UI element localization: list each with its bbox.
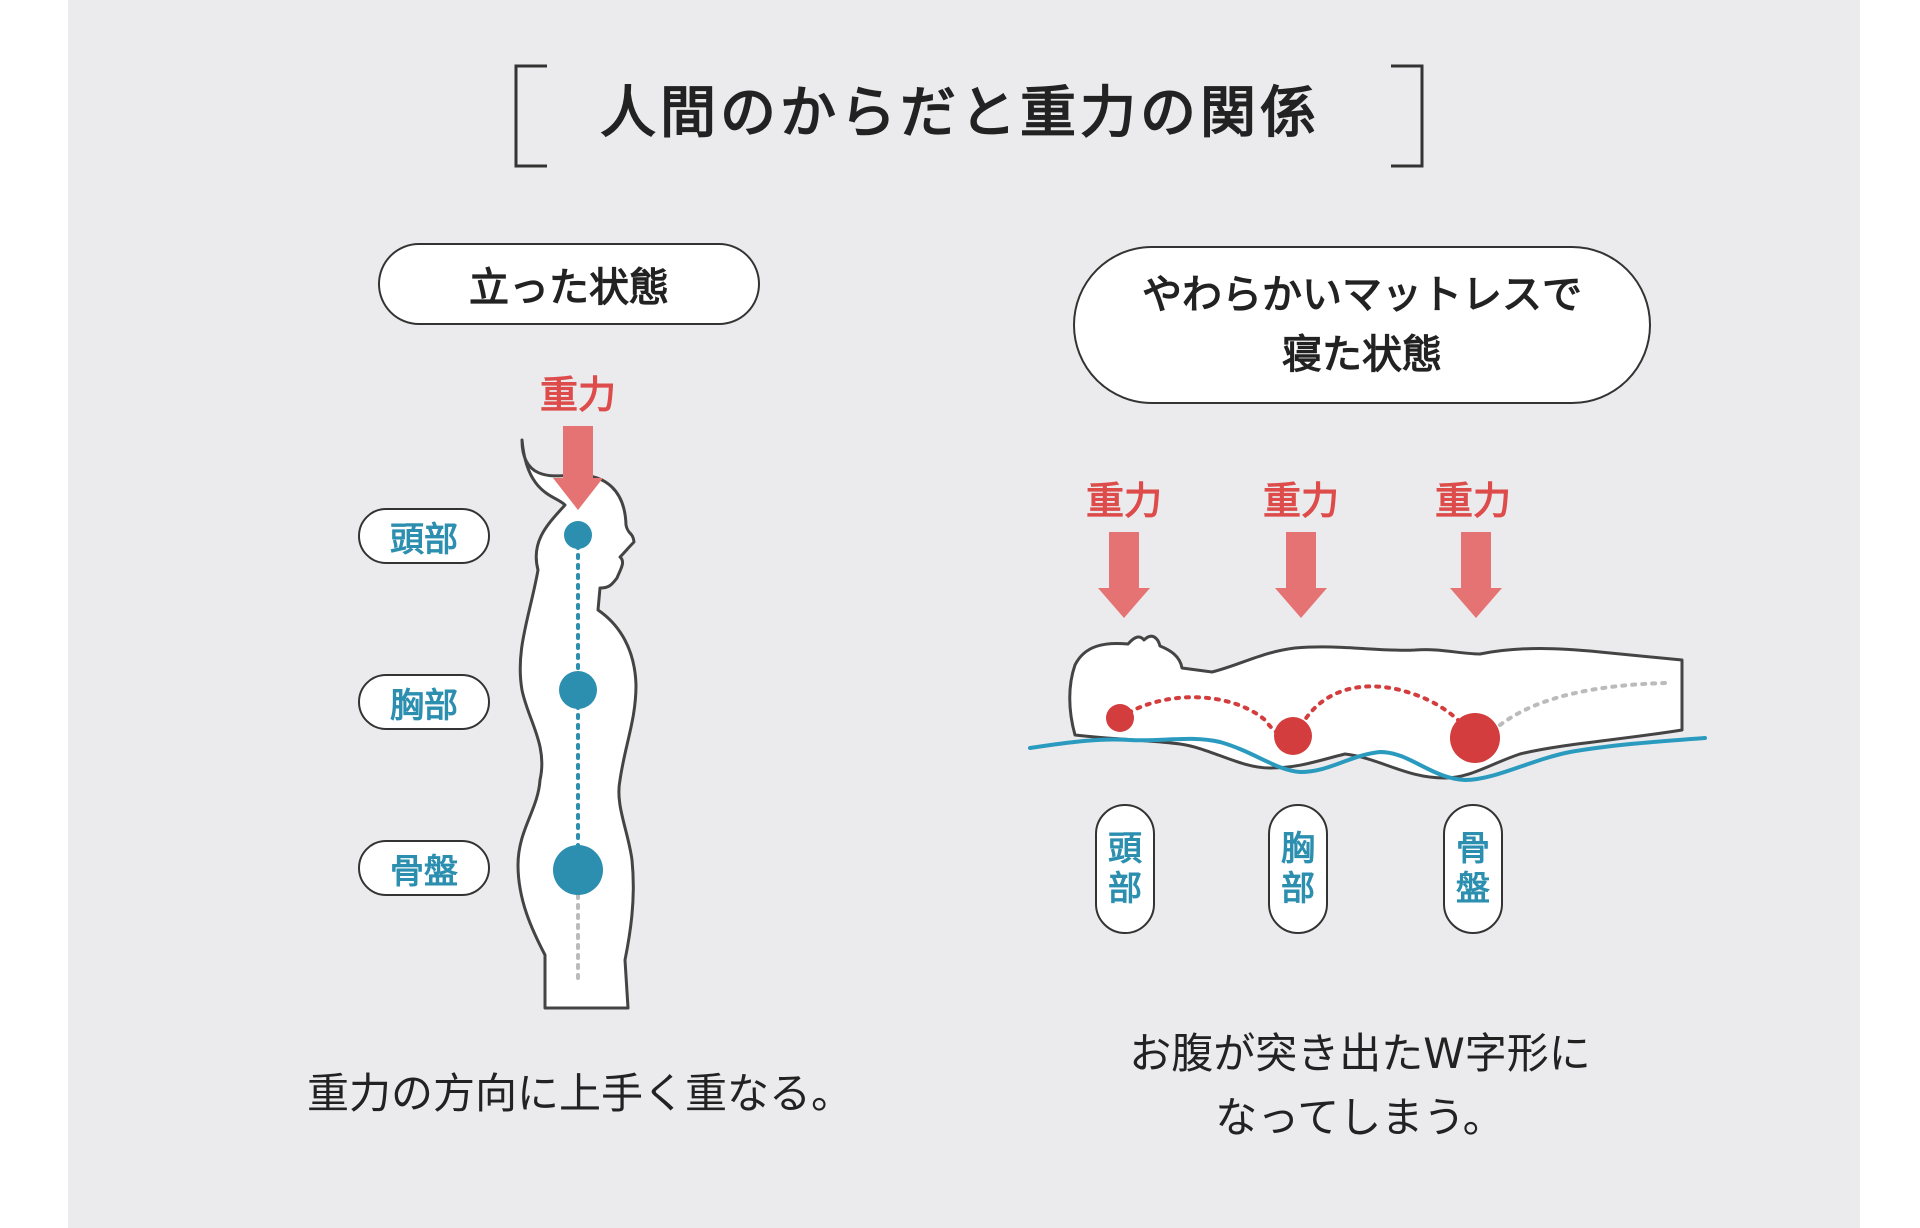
lying-head-point	[1106, 704, 1134, 732]
standing-head-point	[564, 521, 592, 549]
standing-part-head: 頭部	[358, 508, 490, 564]
lying-gravity-label-2: 重力	[1262, 479, 1339, 523]
standing-part-chest-text: 胸部	[390, 685, 458, 726]
lying-state-label-line2: 寝た状態	[1282, 332, 1442, 378]
standing-state-label-text: 立った状態	[469, 265, 669, 311]
standing-chest-point	[559, 671, 597, 709]
lying-caption-line1: お腹が突き出たW字形に	[1129, 1029, 1591, 1078]
lying-part-chest: 胸 部	[1268, 804, 1328, 934]
standing-gravity-label: 重力	[539, 373, 616, 417]
lying-pelvis-point	[1450, 713, 1500, 763]
lying-spine-end-line	[1498, 681, 1667, 727]
lying-part-head: 頭 部	[1095, 804, 1155, 934]
lying-caption-line2: なってしまう。	[1215, 1093, 1505, 1142]
lying-gravity-arrow-3	[1450, 532, 1502, 618]
standing-caption: 重力の方向に上手く重なる。	[306, 1069, 853, 1118]
lying-part-head-char2: 部	[1108, 869, 1142, 909]
lying-state-label-line1: やわらかいマットレスで	[1142, 272, 1582, 318]
lying-part-chest-char2: 部	[1281, 869, 1315, 909]
background-panel	[68, 0, 1860, 1228]
lying-gravity-arrow-1	[1098, 532, 1150, 618]
lying-part-pelvis-char2: 盤	[1456, 869, 1490, 909]
standing-part-pelvis: 骨盤	[358, 840, 490, 896]
title-bracket-left	[514, 64, 547, 168]
mattress-surface-line	[1028, 736, 1707, 783]
standing-pelvis-point	[553, 845, 603, 895]
lying-caption: お腹が突き出たW字形に なってしまう。	[1060, 1022, 1660, 1150]
lying-part-pelvis: 骨 盤	[1443, 804, 1503, 934]
lying-part-chest-char1: 胸	[1281, 829, 1315, 869]
lying-chest-point	[1274, 717, 1312, 755]
lying-spine-curve	[1118, 684, 1477, 740]
standing-part-head-text: 頭部	[390, 519, 458, 560]
lying-part-pelvis-char1: 骨	[1456, 829, 1490, 869]
title-bracket-right	[1391, 64, 1424, 168]
lying-state-label: やわらかいマットレスで 寝た状態	[1073, 246, 1651, 404]
standing-gravity-arrow	[553, 426, 603, 510]
lying-gravity-arrow-2	[1275, 532, 1327, 618]
lying-gravity-label-1: 重力	[1085, 479, 1162, 523]
lying-body-silhouette	[1068, 634, 1684, 780]
page-title: 人間のからだと重力の関係	[600, 81, 1320, 146]
lying-part-head-char1: 頭	[1108, 829, 1142, 869]
standing-state-label: 立った状態	[378, 243, 760, 325]
lying-gravity-label-3: 重力	[1434, 479, 1511, 523]
standing-part-pelvis-text: 骨盤	[390, 851, 458, 892]
standing-part-chest: 胸部	[358, 674, 490, 730]
